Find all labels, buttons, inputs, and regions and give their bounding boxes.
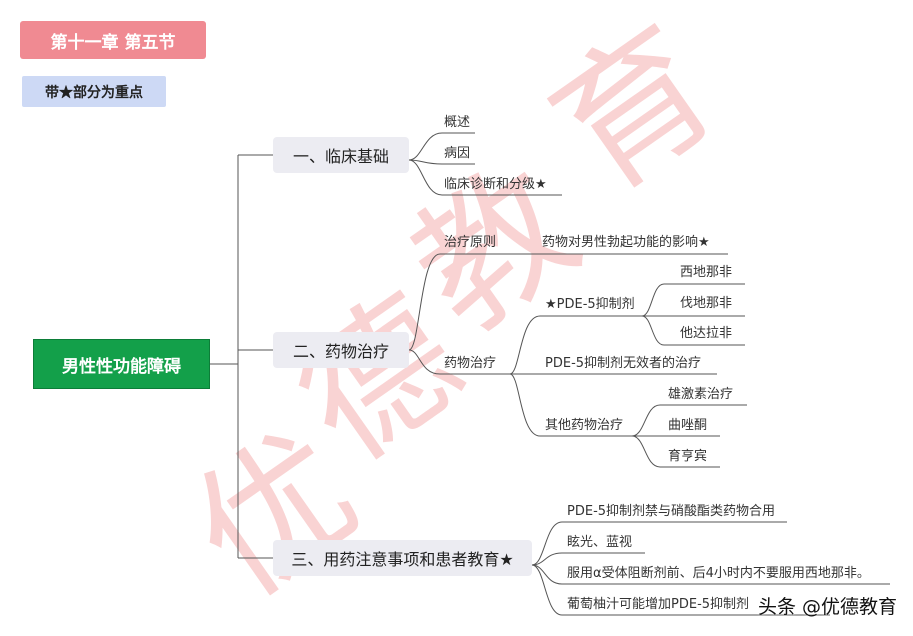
leaf-etiology: 病因 (444, 146, 471, 161)
leaf-alpha-blocker-interval: 服用α受体阻断剂前、后4小时内不要服用西地那非。 (567, 566, 870, 581)
node-other-drugs: 其他药物治疗 (545, 418, 624, 433)
branch-precautions-education: 三、用药注意事项和患者教育★ (273, 540, 532, 576)
leaf-vardenafil: 伐地那非 (680, 296, 733, 311)
branch-drug-therapy: 二、药物治疗 (273, 332, 409, 368)
leaf-yohimbine: 育亨宾 (668, 449, 708, 464)
branch-clinical-basis: 一、临床基础 (273, 137, 409, 173)
node-drug-treatment: 药物治疗 (444, 356, 497, 371)
leaf-diagnosis-grading: 临床诊断和分级★ (444, 177, 547, 192)
node-pde5-inhibitor: ★PDE-5抑制剂 (545, 297, 635, 312)
node-treatment-principle: 治疗原则 (444, 235, 497, 250)
leaf-glare-blue-vision: 眩光、蓝视 (567, 535, 633, 550)
leaf-tadalafil: 他达拉非 (680, 326, 733, 341)
leaf-pde5-ineffective: PDE-5抑制剂无效者的治疗 (545, 356, 702, 371)
leaf-overview: 概述 (444, 115, 471, 130)
source-credit: 头条 @优德教育 (757, 596, 897, 618)
leaf-drug-effect-erection: 药物对男性勃起功能的影响★ (542, 235, 710, 250)
key-note-tag: 带★部分为重点 (22, 76, 166, 107)
leaf-sildenafil: 西地那非 (680, 265, 733, 280)
leaf-trazodone: 曲唑酮 (668, 418, 708, 433)
leaf-grapefruit-juice: 葡萄柚汁可能增加PDE-5抑制剂 (567, 597, 750, 612)
root-topic: 男性性功能障碍 (33, 339, 210, 389)
leaf-nitrate-contraindication: PDE-5抑制剂禁与硝酸酯类药物合用 (567, 504, 776, 519)
leaf-androgen: 雄激素治疗 (668, 387, 734, 402)
chapter-title: 第十一章 第五节 (20, 21, 206, 59)
